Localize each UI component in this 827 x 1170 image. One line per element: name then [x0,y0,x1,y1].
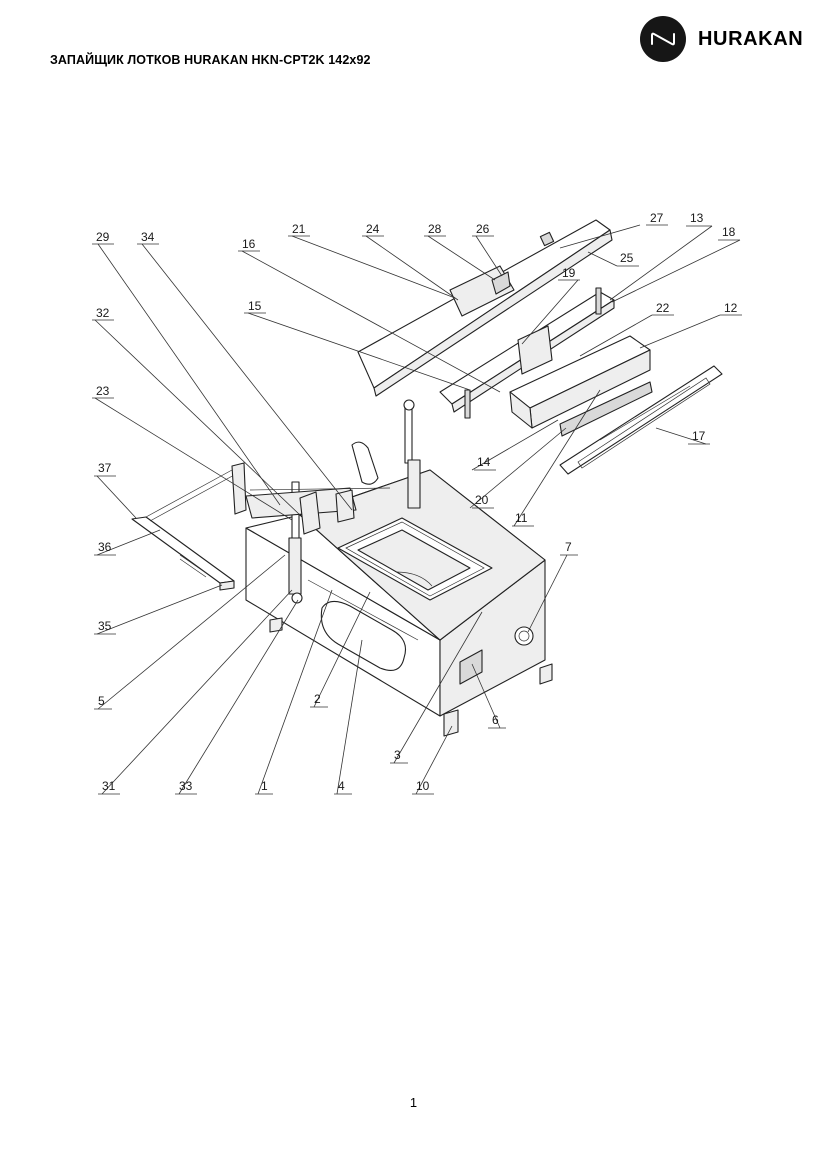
callout-14: 14 [474,455,496,471]
svg-text:15: 15 [248,299,262,313]
sealing-plate [439,287,615,419]
page-number: 1 [409,1095,418,1110]
svg-text:12: 12 [724,301,738,315]
svg-text:29: 29 [96,230,110,244]
svg-text:27: 27 [650,211,664,225]
svg-text:13: 13 [690,211,704,225]
svg-text:20: 20 [475,493,489,507]
callout-13: 13 [686,211,712,227]
callout-32: 32 [92,306,114,321]
svg-text:28: 28 [428,222,442,236]
tray-cavity [337,517,493,601]
svg-text:14: 14 [477,455,491,469]
callout-29: 29 [92,230,114,245]
svg-text:6: 6 [492,713,499,727]
svg-text:19: 19 [562,266,576,280]
svg-text:23: 23 [96,384,110,398]
brand-logo: HURAKAN [640,16,803,62]
callout-1: 1 [255,779,273,795]
callout-12: 12 [720,301,742,316]
callout-3: 3 [390,748,408,764]
callout-25: 25 [617,251,639,267]
svg-text:22: 22 [656,301,670,315]
callout-24: 24 [362,222,384,237]
callout-4: 4 [334,779,352,795]
callout-18: 18 [718,225,740,241]
svg-text:2: 2 [314,692,321,706]
callout-23: 23 [92,384,114,399]
callout-7: 7 [560,540,578,556]
callout-17: 17 [688,429,710,445]
upper-lid [357,219,613,397]
callout-6: 6 [488,713,506,729]
callout-labels: 29 34 16 21 24 28 26 27 13 18 25 19 22 1… [92,211,742,795]
svg-text:21: 21 [292,222,306,236]
svg-text:17: 17 [692,429,706,443]
callout-19: 19 [558,266,580,281]
heater-block [509,335,653,437]
callout-2: 2 [310,692,328,708]
callout-10: 10 [412,779,434,795]
hurakan-logo-icon [640,16,686,62]
svg-text:37: 37 [98,461,112,475]
callout-35: 35 [94,619,116,635]
gasket-frame [559,365,723,475]
callout-27: 27 [646,211,668,226]
callout-28: 28 [424,222,446,237]
callout-34: 34 [137,230,159,245]
svg-text:32: 32 [96,306,110,320]
svg-text:33: 33 [179,779,193,793]
svg-text:1: 1 [261,779,268,793]
callout-33: 33 [175,779,197,795]
svg-text:35: 35 [98,619,112,633]
svg-text:25: 25 [620,251,634,265]
svg-text:5: 5 [98,694,105,708]
svg-text:31: 31 [102,779,116,793]
svg-text:10: 10 [416,779,430,793]
svg-text:26: 26 [476,222,490,236]
callout-16: 16 [238,237,260,252]
document-title: ЗАПАЙЩИК ЛОТКОВ HURAKAN HKN-CPT2K 142x92 [50,53,371,67]
svg-text:36: 36 [98,540,112,554]
svg-text:34: 34 [141,230,155,244]
callout-11: 11 [512,511,534,527]
callout-22: 22 [652,301,674,316]
callout-15: 15 [244,299,266,314]
callout-36: 36 [94,540,116,556]
svg-text:3: 3 [394,748,401,762]
callout-26: 26 [472,222,494,237]
svg-text:7: 7 [565,540,572,554]
callout-5: 5 [94,694,112,710]
leader-lines [94,224,741,795]
svg-text:11: 11 [515,511,528,525]
brand-name: HURAKAN [698,27,804,50]
svg-text:24: 24 [366,222,380,236]
svg-text:18: 18 [722,225,736,239]
callout-20: 20 [472,493,494,509]
svg-text:4: 4 [338,779,345,793]
svg-text:16: 16 [242,237,256,251]
rear-rail [131,462,247,591]
callout-21: 21 [288,222,310,237]
callout-31: 31 [98,779,120,795]
callout-37: 37 [94,461,116,477]
